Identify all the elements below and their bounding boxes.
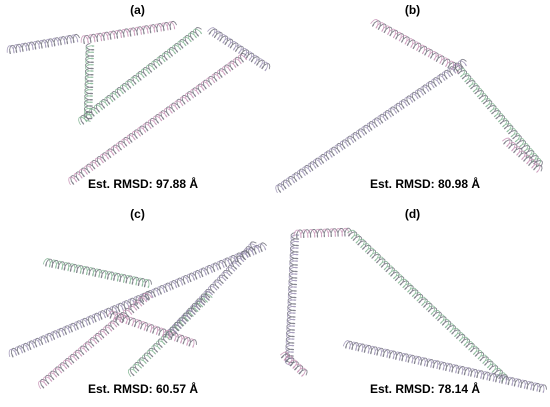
panel-c-structure xyxy=(8,241,267,389)
panel-a-rmsd: Est. RMSD: 97.88 Å xyxy=(88,177,199,191)
helix-strand xyxy=(40,291,152,389)
helix-strand xyxy=(80,21,176,44)
helix-group-a xyxy=(6,20,271,185)
helix-strand xyxy=(503,139,543,172)
helix-strand xyxy=(502,137,541,173)
helix-strand xyxy=(6,34,79,54)
helix-strand xyxy=(70,52,247,185)
helix-strand xyxy=(169,241,257,337)
panel-b-rmsd: Est. RMSD: 80.98 Å xyxy=(370,177,481,191)
panel-c-label: (c) xyxy=(130,207,145,221)
helix-strand xyxy=(78,28,203,125)
panel-d-label: (d) xyxy=(404,207,421,221)
helix-strand xyxy=(167,243,258,337)
helix-strand xyxy=(284,232,300,364)
helix-group-c xyxy=(8,241,267,389)
helix-strand xyxy=(45,258,152,288)
helix-strand xyxy=(83,45,95,122)
helix-strand xyxy=(207,27,269,72)
panel-c: (c) Est. RMSD: 60.57 Å xyxy=(0,204,275,407)
helix-strand xyxy=(80,27,202,125)
helix-strand xyxy=(347,229,506,382)
helix-strand xyxy=(9,33,80,54)
panel-b-structure xyxy=(275,18,543,193)
helix-strand xyxy=(8,243,267,357)
panel-a: (a) Est. RMSD: 97.88 Å xyxy=(0,0,275,203)
panel-a-structure xyxy=(6,20,271,185)
helix-strand xyxy=(280,351,306,377)
helix-strand xyxy=(275,60,467,193)
helix-strand xyxy=(208,28,271,70)
panel-d: (d) Est. RMSD: 78.14 Å xyxy=(275,204,550,407)
helix-strand xyxy=(370,18,460,74)
helix-strand xyxy=(68,54,248,185)
helix-strand xyxy=(371,20,463,72)
helix-strand xyxy=(83,20,177,44)
helix-strand xyxy=(342,340,545,393)
helix-strand xyxy=(280,353,308,376)
helix-group-b xyxy=(275,18,543,193)
helix-strand xyxy=(457,70,543,167)
panel-d-rmsd: Est. RMSD: 78.14 Å xyxy=(370,382,481,396)
helix-strand xyxy=(277,58,467,193)
helix-strand xyxy=(129,291,212,377)
panel-b-label: (b) xyxy=(404,3,421,17)
panel-c-rmsd: Est. RMSD: 60.57 Å xyxy=(88,382,199,396)
panel-d-structure xyxy=(280,227,547,393)
helix-strand xyxy=(42,258,150,289)
helix-strand xyxy=(293,227,350,238)
helix-strand xyxy=(457,68,542,168)
helix-strand xyxy=(83,43,95,120)
helix-strand xyxy=(38,292,153,389)
helix-strand xyxy=(347,231,508,381)
helix-group-d xyxy=(280,227,547,393)
panel-a-label: (a) xyxy=(130,3,145,17)
panel-b: (b) Est. RMSD: 80.98 Å xyxy=(275,0,550,203)
helix-strand xyxy=(284,234,300,366)
helix-strand xyxy=(107,310,195,348)
